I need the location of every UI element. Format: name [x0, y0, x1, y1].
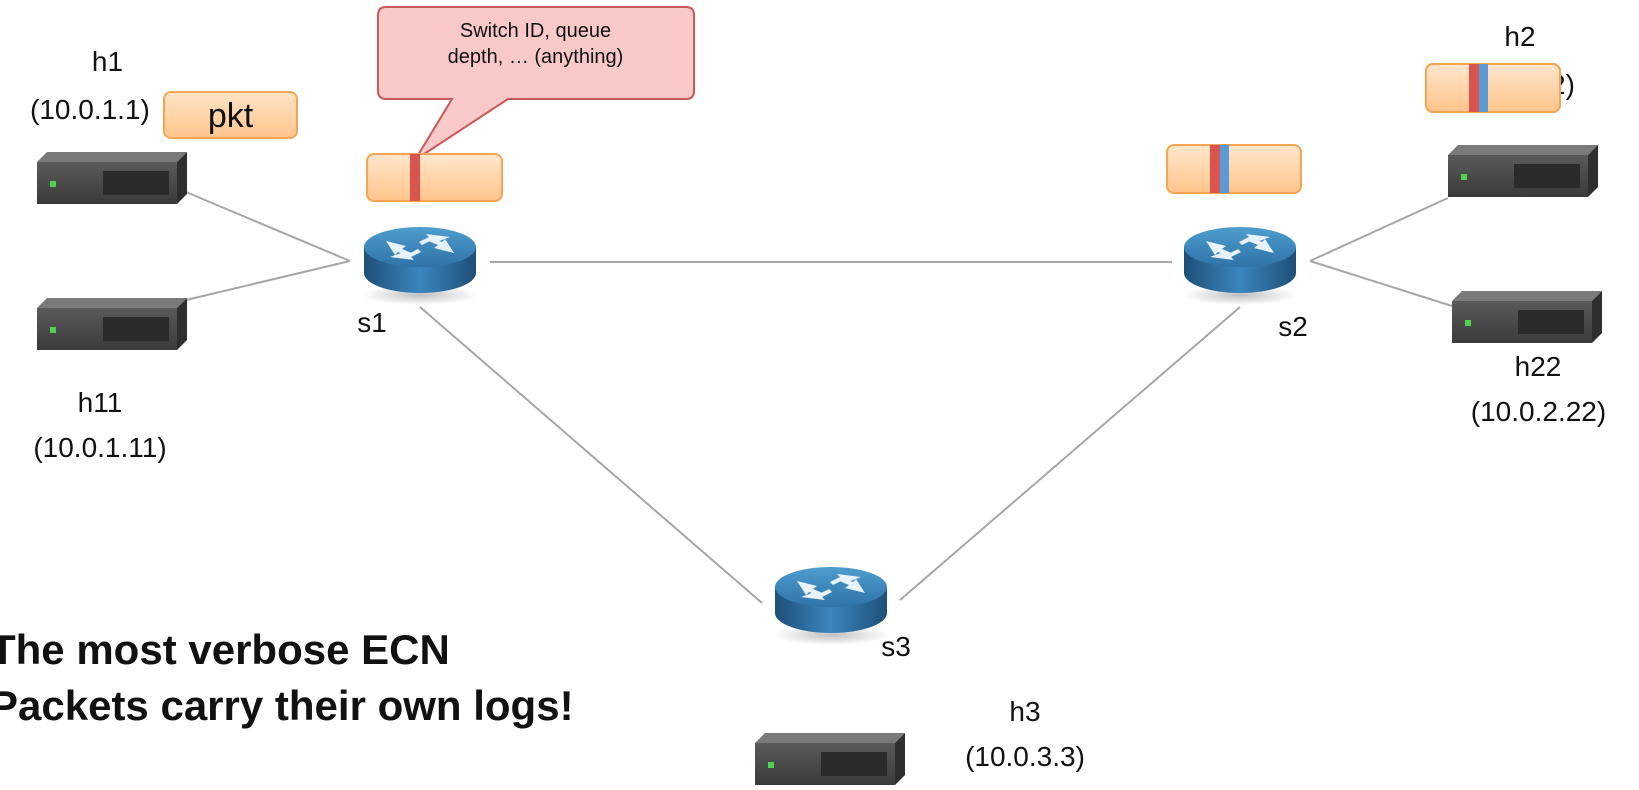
host-h3-ip: (10.0.3.3) — [965, 741, 1085, 772]
packet-body — [1166, 144, 1302, 194]
link-s2-h2 — [1309, 197, 1449, 262]
host-h22-ip: (10.0.2.22) — [1470, 396, 1607, 427]
packet-mark-red — [410, 154, 420, 201]
host-h11-name: h11 — [77, 387, 123, 418]
switch-arrows-icon — [797, 574, 865, 600]
host-h11-ip: (10.0.1.11) — [33, 432, 167, 463]
host-h2-name: h2 — [1504, 21, 1536, 52]
link-h1-s1 — [185, 191, 351, 262]
switch-top — [1184, 227, 1296, 267]
host-h1-server-icon — [37, 152, 187, 204]
link-s2-h22 — [1309, 260, 1453, 307]
switch-s1 — [362, 227, 478, 305]
host-h1-name: h1 — [91, 46, 124, 77]
switch-arrows-icon — [386, 234, 454, 260]
switch-s1-label: s1 — [357, 307, 387, 338]
host-h3-server-icon — [755, 733, 905, 785]
packet-at-s2 — [1166, 144, 1302, 194]
host-h22-name: h22 — [1514, 351, 1562, 382]
slide-caption: The most verbose ECN Packets carry their… — [0, 622, 574, 734]
switch-s3-label: s3 — [881, 631, 911, 662]
switch-s3 — [773, 567, 889, 645]
packet-mark-red — [1210, 145, 1220, 193]
switch-arrows-icon — [1206, 234, 1274, 260]
switch-s2-label: s2 — [1278, 311, 1308, 342]
callout-line-2: depth, … (anything) — [447, 46, 624, 68]
host-h11-server-icon — [37, 298, 187, 350]
link-h11-s1 — [185, 260, 351, 301]
packet-at-s1 — [366, 153, 503, 202]
packet-mark-blue — [1220, 145, 1229, 193]
switch-top — [364, 227, 476, 267]
callout-line-1: Switch ID, queue — [459, 20, 612, 42]
switch-s2 — [1182, 227, 1298, 305]
packet-label: pkt — [163, 91, 298, 139]
host-h3-name: h3 — [1009, 696, 1041, 727]
caption-line-1: The most verbose ECN — [0, 626, 450, 673]
packet-body — [366, 153, 503, 202]
link-s2-s3 — [899, 306, 1241, 601]
host-h22-server-icon — [1452, 291, 1602, 343]
host-h2-ip: (10.0.2.2) — [1455, 69, 1575, 100]
host-h2-server-icon — [1448, 145, 1598, 197]
link-s1-s3 — [419, 306, 763, 604]
links — [185, 191, 1453, 604]
switch-top — [775, 567, 887, 607]
callout-bubble — [377, 6, 695, 161]
caption-line-2: Packets carry their own logs! — [0, 682, 574, 729]
host-h1-ip: (10.0.1.1) — [30, 94, 150, 125]
callout-text: Switch ID, queue depth, … (anything) — [378, 18, 693, 70]
